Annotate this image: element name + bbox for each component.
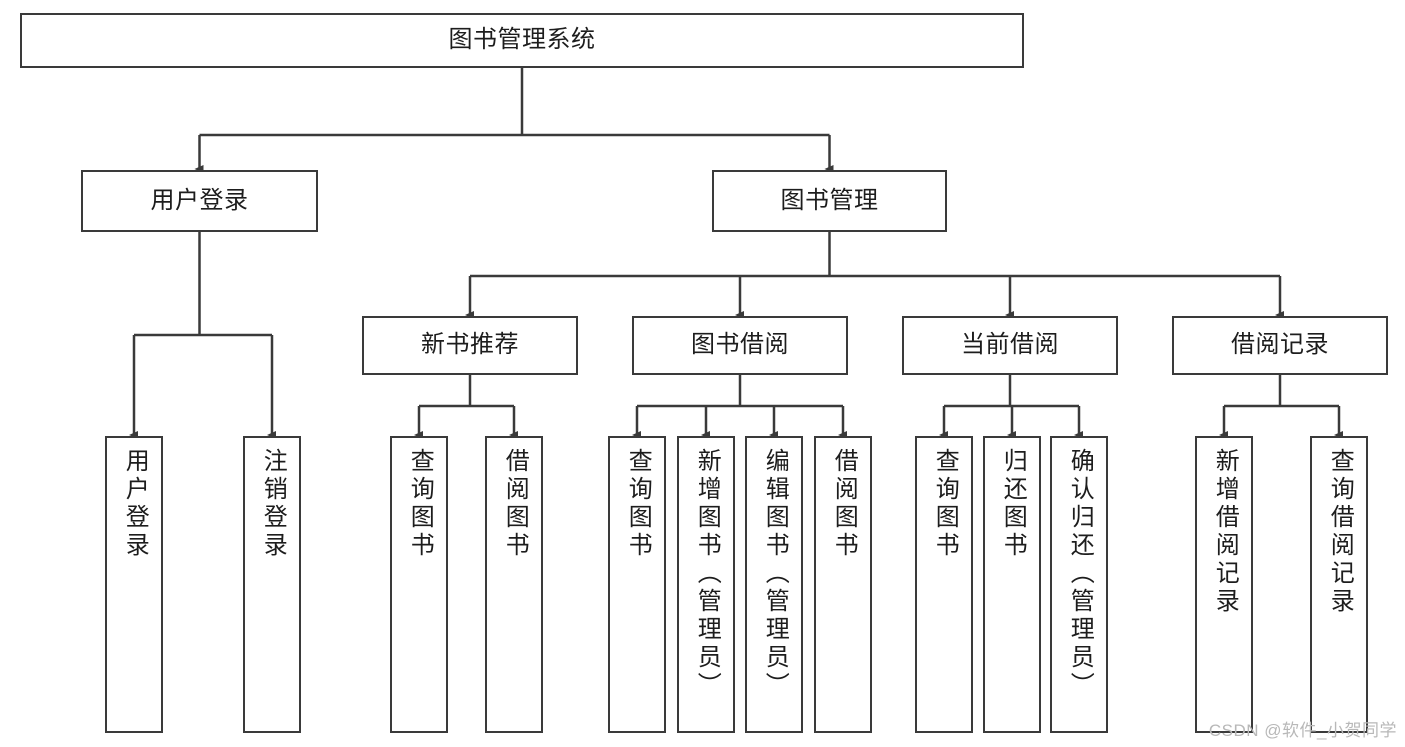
node-book-manage[interactable]: 图书管理 — [712, 170, 947, 232]
node-label: 图书借阅 — [691, 331, 789, 359]
node-leaf-add-record[interactable]: 新增借阅记录 — [1195, 436, 1253, 733]
node-book-borrow[interactable]: 图书借阅 — [632, 316, 848, 375]
node-leaf-user-login[interactable]: 用户登录 — [105, 436, 163, 733]
node-label: 新增借阅记录 — [1211, 448, 1239, 616]
node-leaf-return-book[interactable]: 归还图书 — [983, 436, 1041, 733]
node-user-login[interactable]: 用户登录 — [81, 170, 318, 232]
node-label: 新增图书（管理员） — [693, 448, 721, 700]
node-label: 新书推荐 — [421, 331, 519, 359]
node-label: 查询图书 — [406, 448, 434, 560]
node-new-book-rec[interactable]: 新书推荐 — [362, 316, 578, 375]
node-leaf-query-book-1[interactable]: 查询图书 — [390, 436, 448, 733]
node-label: 当前借阅 — [961, 331, 1059, 359]
node-label: 借阅图书 — [501, 448, 529, 560]
node-leaf-confirm-return[interactable]: 确认归还（管理员） — [1050, 436, 1108, 733]
node-label: 注销登录 — [259, 448, 287, 560]
node-borrow-record[interactable]: 借阅记录 — [1172, 316, 1388, 375]
node-label: 确认归还（管理员） — [1066, 448, 1094, 700]
watermark: CSDN @软件_小贺同学 — [1208, 721, 1397, 740]
node-label: 借阅图书 — [830, 448, 858, 560]
node-root[interactable]: 图书管理系统 — [20, 13, 1024, 68]
node-label: 查询图书 — [931, 448, 959, 560]
node-leaf-add-book[interactable]: 新增图书（管理员） — [677, 436, 735, 733]
node-label: 借阅记录 — [1231, 331, 1329, 359]
node-label: 查询图书 — [624, 448, 652, 560]
node-leaf-query-record[interactable]: 查询借阅记录 — [1310, 436, 1368, 733]
node-label: 用户登录 — [150, 186, 249, 214]
node-leaf-borrow-book-1[interactable]: 借阅图书 — [485, 436, 543, 733]
node-leaf-query-book-3[interactable]: 查询图书 — [915, 436, 973, 733]
node-label: 查询借阅记录 — [1326, 448, 1354, 616]
node-leaf-edit-book[interactable]: 编辑图书（管理员） — [745, 436, 803, 733]
node-label: 编辑图书（管理员） — [761, 448, 789, 700]
node-label: 用户登录 — [121, 448, 149, 560]
node-label: 归还图书 — [999, 448, 1027, 560]
node-leaf-borrow-book-2[interactable]: 借阅图书 — [814, 436, 872, 733]
node-current-borrow[interactable]: 当前借阅 — [902, 316, 1118, 375]
node-leaf-user-logout[interactable]: 注销登录 — [243, 436, 301, 733]
node-label: 图书管理系统 — [448, 26, 596, 54]
node-leaf-query-book-2[interactable]: 查询图书 — [608, 436, 666, 733]
node-label: 图书管理 — [780, 186, 879, 214]
